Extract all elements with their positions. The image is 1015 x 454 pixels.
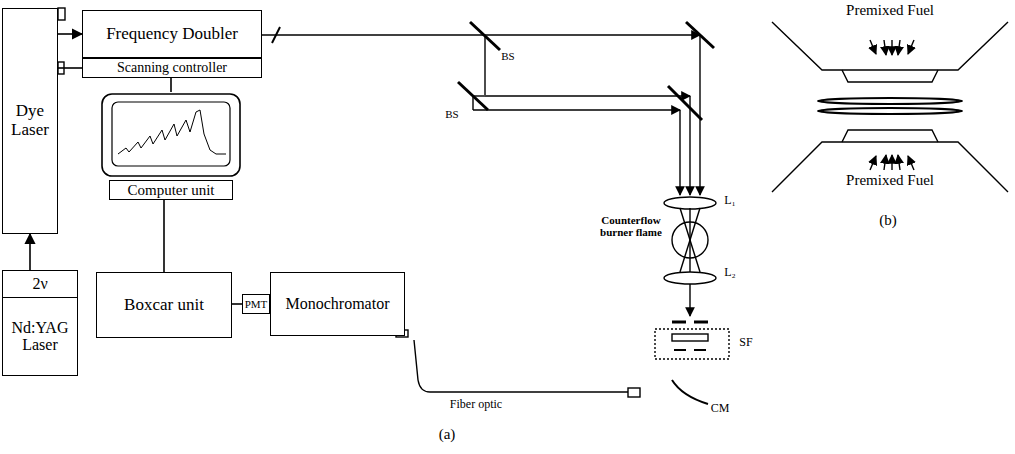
box-label: PMT [245,298,268,310]
part-label: (b) [868,212,908,229]
box-label: 2ν [3,271,77,298]
instrument-box: Boxcar unit [96,272,232,338]
instrument-box: Monochromator [270,272,405,336]
instrument-box: PMT [242,294,270,314]
connector [58,67,82,69]
box-label: Dye Laser [3,102,57,139]
box-label: Computer unit [109,180,233,201]
part-label: L₂ [718,266,742,279]
part-label: Premixed Fuel [830,2,950,19]
connector [29,234,31,270]
instrument-box: Scanning controller [82,58,262,78]
instrument-box: Frequency Doubler [82,10,262,58]
box-label: Scanning controller [117,60,227,75]
part-label: (a) [432,426,462,443]
part-label: CM [706,402,734,415]
part-label: BS [496,50,520,62]
box-label: Frequency Doubler [106,25,238,44]
connector [170,78,172,92]
instrument-box: Computer unit [96,92,246,200]
box-label: Nd:YAG Laser [3,298,77,375]
connector [58,33,82,35]
box-label: Monochromator [286,295,390,313]
part-label: Premixed Fuel [830,172,950,189]
part-label: Counterflow burner flame [596,214,666,238]
part-label: L₁ [718,194,742,207]
part-label: Fiber optic [436,398,516,411]
box-label: Boxcar unit [124,296,204,315]
connector [232,303,242,305]
instrument-box: Dye Laser [2,8,58,234]
part-label: BS [440,108,464,120]
connector [163,200,165,272]
instrument-box: 2νNd:YAG Laser [2,270,78,376]
part-label: SF [734,336,758,349]
